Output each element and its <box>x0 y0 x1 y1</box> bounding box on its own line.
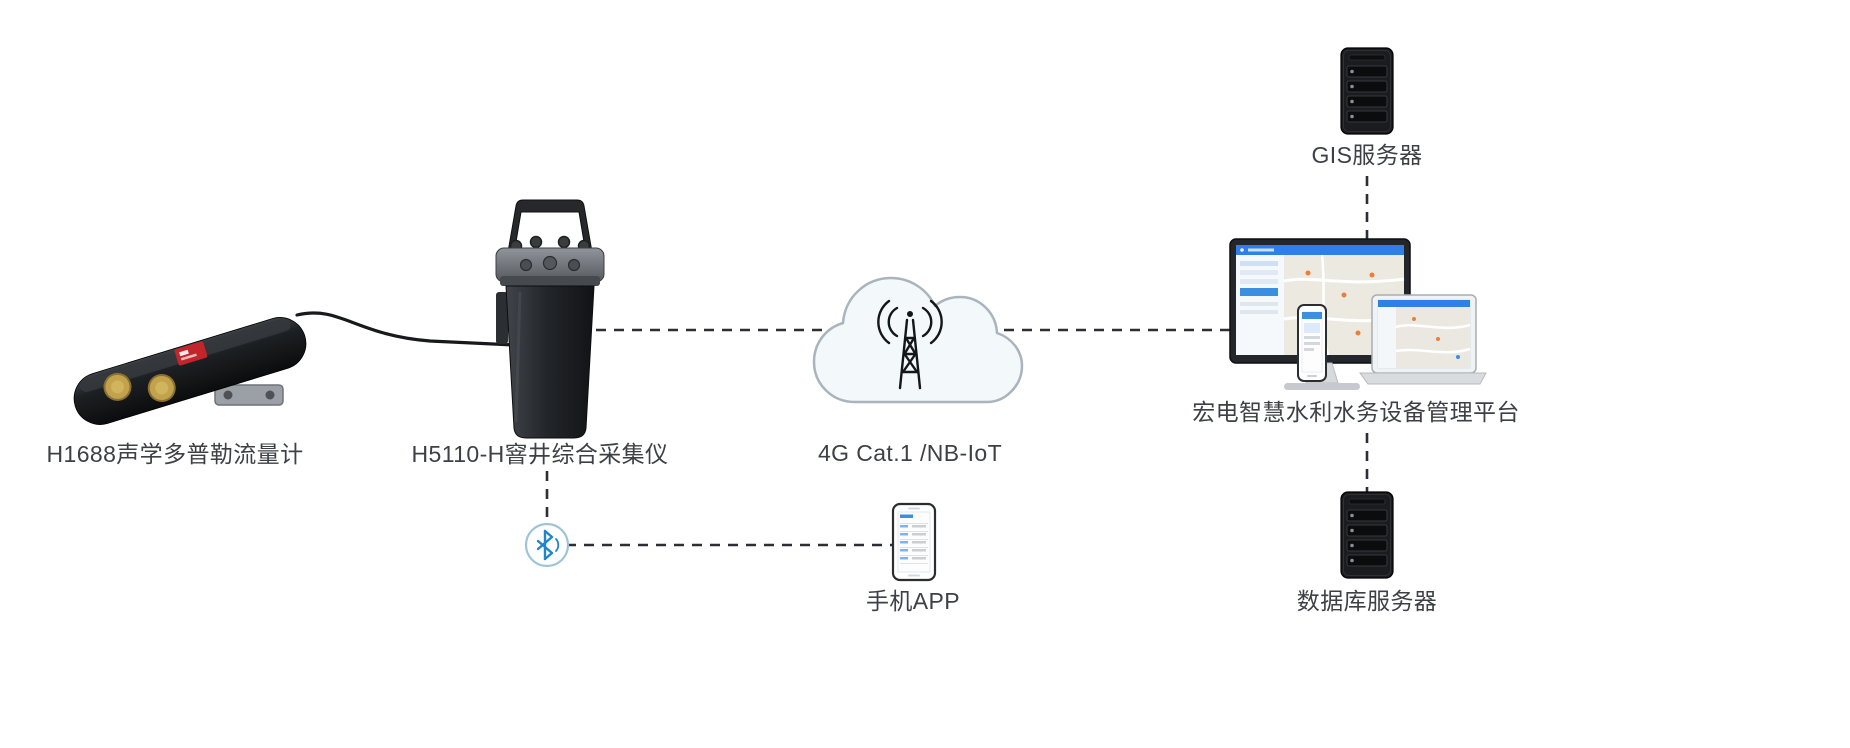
platform-label: 宏电智慧水利水务设备管理平台 <box>1192 399 1520 425</box>
connection-flowmeter-collector <box>295 311 517 347</box>
mobile-app-node <box>890 502 938 584</box>
management-platform-icon <box>1229 238 1487 390</box>
mobile-app-label: 手机APP <box>865 588 961 614</box>
smartphone-icon <box>891 502 937 582</box>
collector-label: H5110-H窨井综合采集仪 <box>411 441 669 467</box>
bluetooth-node <box>521 519 573 571</box>
flowmeter-node <box>60 285 320 445</box>
manhole-collector-icon <box>495 199 605 439</box>
flowmeter-label: H1688声学多普勒流量计 <box>46 441 304 467</box>
antenna-tower-icon <box>877 299 943 390</box>
network-label: 4G Cat.1 /NB-IoT <box>817 440 1003 466</box>
cellular-cloud-icon <box>812 276 1024 404</box>
doppler-flowmeter-icon <box>73 317 307 425</box>
gis-server-node <box>1331 46 1403 138</box>
network-node <box>793 250 1028 435</box>
server-tower-icon <box>1340 491 1394 579</box>
db-server-node <box>1331 490 1403 582</box>
collector-node <box>480 192 620 442</box>
platform-node <box>1222 235 1487 400</box>
bluetooth-icon <box>524 522 570 568</box>
db-server-label: 数据库服务器 <box>1296 588 1438 614</box>
server-tower-icon <box>1340 47 1394 135</box>
gis-server-label: GIS服务器 <box>1311 142 1423 168</box>
